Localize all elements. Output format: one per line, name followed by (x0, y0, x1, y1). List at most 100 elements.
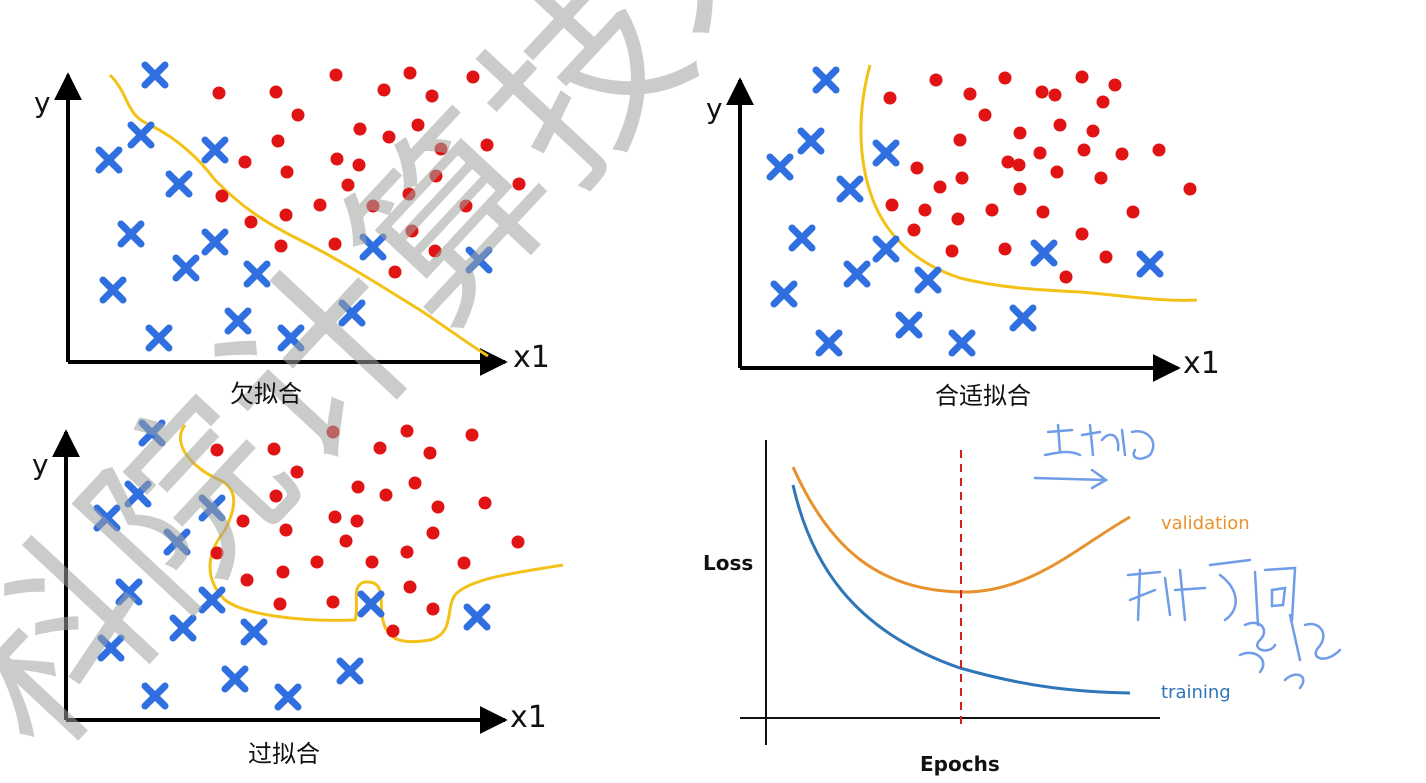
red-point (350, 514, 364, 528)
red-point (273, 597, 287, 611)
blue-point (770, 280, 798, 308)
red-point (1075, 227, 1089, 241)
blue-point (99, 276, 127, 304)
red-point (918, 203, 932, 217)
goodfit-axes (726, 77, 1181, 382)
red-point (339, 534, 353, 548)
red-point (267, 442, 281, 456)
red-point (1086, 124, 1100, 138)
red-point (511, 535, 525, 549)
red-point (929, 73, 943, 87)
red-point (329, 68, 343, 82)
red-point (1099, 250, 1113, 264)
blue-point (359, 233, 387, 261)
loss-chart (740, 440, 1160, 745)
blue-point (163, 528, 191, 556)
red-point (353, 122, 367, 136)
red-point (276, 565, 290, 579)
red-point (408, 476, 422, 490)
red-point (326, 425, 340, 439)
blue-point (948, 329, 976, 357)
goodfit-red-points (883, 70, 1197, 284)
blue-point (914, 266, 942, 294)
red-point (978, 108, 992, 122)
red-point (429, 169, 443, 183)
blue-point (201, 136, 229, 164)
red-point (465, 428, 479, 442)
blue-point (843, 260, 871, 288)
red-point (365, 555, 379, 569)
red-point (330, 152, 344, 166)
blue-point (141, 61, 169, 89)
red-point (883, 91, 897, 105)
red-point (1013, 126, 1027, 140)
blue-point (138, 419, 166, 447)
red-point (426, 526, 440, 540)
red-point (955, 171, 969, 185)
red-point (933, 180, 947, 194)
blue-point (221, 665, 249, 693)
red-point (352, 158, 366, 172)
red-point (1152, 143, 1166, 157)
red-point (1001, 155, 1015, 169)
red-point (271, 134, 285, 148)
loss-x-label: Epochs (920, 752, 1000, 776)
handwritten-annotation (1033, 423, 1342, 690)
red-point (423, 446, 437, 460)
watermark: 科院计算技术研究所 (0, 0, 1264, 783)
red-point (328, 510, 342, 524)
red-point (388, 265, 402, 279)
red-point (1115, 147, 1129, 161)
overfit-x-label: x1 (510, 700, 547, 735)
red-point (1013, 182, 1027, 196)
goodfit-blue-points (766, 66, 1164, 357)
overfit-axes (52, 429, 508, 734)
blue-point (815, 329, 843, 357)
red-point (1077, 143, 1091, 157)
overfit-boundary (178, 424, 564, 644)
red-point (310, 555, 324, 569)
red-point (326, 595, 340, 609)
blue-point (224, 307, 252, 335)
red-point (269, 489, 283, 503)
blue-point (97, 634, 125, 662)
red-point (459, 199, 473, 213)
blue-point (165, 170, 193, 198)
training-legend: training (1161, 682, 1231, 703)
red-point (1048, 88, 1062, 102)
red-point (377, 83, 391, 97)
goodfit-caption: 合适拟合 (935, 382, 1031, 410)
red-point (434, 142, 448, 156)
red-point (910, 161, 924, 175)
red-point (403, 580, 417, 594)
blue-point (117, 220, 145, 248)
blue-point (201, 228, 229, 256)
red-point (274, 239, 288, 253)
goodfit-x-label: x1 (1183, 346, 1220, 381)
red-point (240, 573, 254, 587)
blue-point (338, 299, 366, 327)
red-point (212, 86, 226, 100)
red-point (1075, 70, 1089, 84)
red-point (1036, 205, 1050, 219)
blue-point (895, 311, 923, 339)
blue-point (95, 146, 123, 174)
red-point (402, 187, 416, 201)
red-point (351, 480, 365, 494)
red-point (963, 87, 977, 101)
blue-point (243, 260, 271, 288)
blue-point (357, 590, 385, 618)
underfit-x-label: x1 (513, 340, 550, 375)
red-point (313, 198, 327, 212)
red-point (238, 155, 252, 169)
red-point (951, 212, 965, 226)
red-point (428, 244, 442, 258)
red-point (210, 443, 224, 457)
blue-point (277, 324, 305, 352)
red-point (269, 85, 283, 99)
red-point (379, 488, 393, 502)
blue-point (124, 480, 152, 508)
underfit-caption: 欠拟合 (230, 380, 302, 408)
red-point (236, 514, 250, 528)
